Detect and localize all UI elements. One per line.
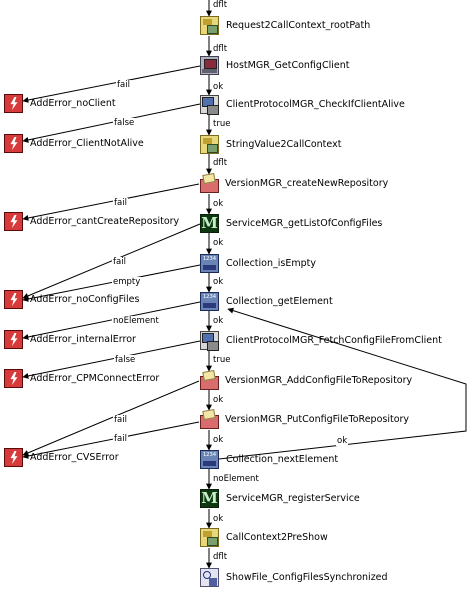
node-label: ServiceMGR_getListOfConfigFiles xyxy=(226,218,383,229)
node-label: AddError_cantCreateRepository xyxy=(30,216,180,227)
edge-label: noElement xyxy=(112,316,160,326)
edge-label: noElement xyxy=(212,474,260,484)
error-icon xyxy=(4,290,23,309)
edge-label: true xyxy=(212,119,232,129)
edge-label: fail xyxy=(116,80,131,90)
edge-label: true xyxy=(212,355,232,365)
edge-label: ok xyxy=(212,435,225,445)
edge-label: dflt xyxy=(212,0,229,10)
edge-label: ok xyxy=(212,395,225,405)
service-m-icon: M xyxy=(200,214,219,233)
node-label: AddError_noConfigFiles xyxy=(30,294,140,305)
edge-label: dflt xyxy=(212,44,229,54)
error-icon xyxy=(4,369,23,388)
node-label: ShowFile_ConfigFilesSynchronized xyxy=(226,572,388,583)
node-label: AddError_ClientNotAlive xyxy=(30,138,144,149)
edge-label: fail xyxy=(113,415,128,425)
edge-label: false xyxy=(113,118,136,128)
repository-folder-icon xyxy=(199,410,220,430)
edge-arrow xyxy=(22,65,201,103)
node-label: AddError_internalError xyxy=(30,334,136,345)
node-label: VersionMGR_AddConfigFileToRepository xyxy=(225,375,413,386)
node-label: Collection_nextElement xyxy=(226,454,339,465)
edge-label: ok xyxy=(212,238,225,248)
edge-label: ok xyxy=(212,316,225,326)
node-label: ClientProtocolMGR_CheckIfClientAlive xyxy=(226,99,405,110)
host-computer-icon xyxy=(200,56,219,75)
node-label: AddError_noClient xyxy=(30,98,116,109)
node-label: AddError_CPMConnectError xyxy=(30,373,160,384)
error-icon xyxy=(4,212,23,231)
edge-label: fail xyxy=(113,434,128,444)
node-label: Collection_isEmpty xyxy=(226,258,316,269)
edge-label: ok xyxy=(212,277,225,287)
call-context-icon xyxy=(200,16,219,35)
error-icon xyxy=(4,94,23,113)
error-icon xyxy=(4,330,23,349)
show-file-icon xyxy=(200,568,219,587)
node-label: VersionMGR_PutConfigFileToRepository xyxy=(225,414,410,425)
node-label: ClientProtocolMGR_FetchConfigFileFromCli… xyxy=(226,335,442,346)
node-label: Request2CallContext_rootPath xyxy=(226,20,371,31)
node-label: StringValue2CallContext xyxy=(226,139,342,150)
repository-folder-icon xyxy=(199,174,220,194)
client-computer-icon xyxy=(200,95,219,115)
edge-label: empty xyxy=(112,277,142,287)
edge-label: dflt xyxy=(212,158,229,168)
collection-icon: 1234 xyxy=(200,254,219,273)
error-icon xyxy=(4,134,23,153)
edge-label: fail xyxy=(113,198,128,208)
call-context-icon xyxy=(200,135,219,154)
edge-label: dflt xyxy=(212,552,229,562)
node-label: CallContext2PreShow xyxy=(226,532,328,543)
edge-arrow xyxy=(22,421,200,459)
edge-label: ok xyxy=(336,436,349,446)
node-label: HostMGR_GetConfigClient xyxy=(226,60,350,71)
collection-icon: 1234 xyxy=(200,292,219,311)
edge-arrow xyxy=(22,380,200,456)
node-label: VersionMGR_createNewRepository xyxy=(225,178,389,189)
repository-folder-icon xyxy=(199,371,220,391)
edge-label: false xyxy=(114,355,137,365)
edge-label: ok xyxy=(212,199,225,209)
edge-arrow xyxy=(22,301,201,340)
edge-arrow xyxy=(22,183,200,221)
collection-icon: 1234 xyxy=(200,450,219,469)
service-m-icon: M xyxy=(200,489,219,508)
edge-label: ok xyxy=(212,82,225,92)
edge-label: fail xyxy=(112,257,127,267)
node-label: Collection_getElement xyxy=(226,296,333,307)
node-label: ServiceMGR_registerService xyxy=(226,493,360,504)
error-icon xyxy=(4,448,23,467)
node-label: AddError_CVSError xyxy=(30,452,119,463)
edge-arrow xyxy=(22,340,201,379)
edge-label: ok xyxy=(212,514,225,524)
edge-arrow xyxy=(22,264,201,302)
call-context-icon xyxy=(200,528,219,547)
edge-arrow xyxy=(22,103,201,143)
edge-arrow xyxy=(22,223,201,299)
client-computer-icon xyxy=(200,331,219,351)
